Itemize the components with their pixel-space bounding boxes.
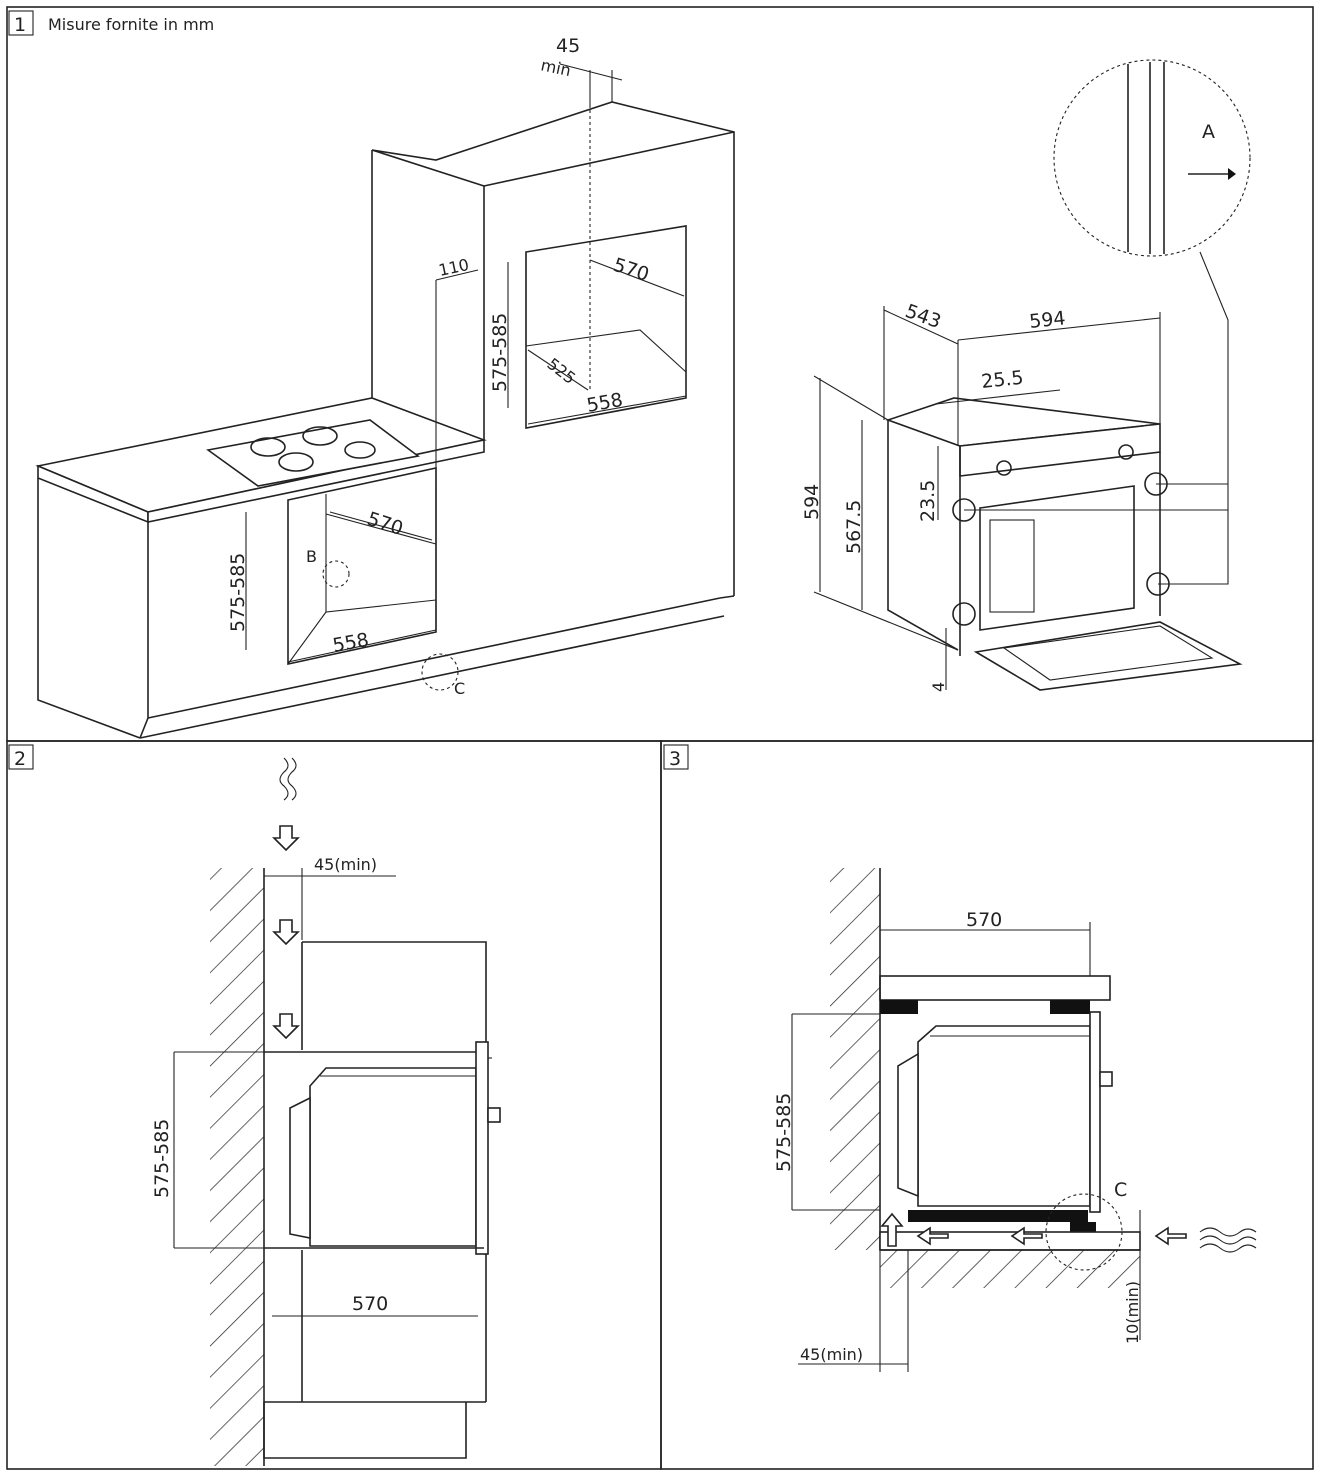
side-section-bottom-ventilation-drawing (791, 868, 1257, 1372)
panel-1-caption: Misure fornite in mm (48, 15, 214, 34)
oven-height-label: 594 (801, 484, 823, 520)
oven-side-view (309, 1067, 477, 1247)
detail-c-circle (421, 653, 459, 691)
detail-b-circle (322, 560, 350, 588)
kitchen-cabinet-drawing (35, 63, 735, 739)
side-offset-label: 110 (437, 255, 471, 280)
top-gap-min-label: min (539, 55, 572, 80)
panel2-top-gap-label: 45(min) (314, 855, 377, 874)
panel-3-frame (660, 740, 1314, 1470)
panel-frames (6, 6, 1314, 1470)
open-oven-door (973, 621, 1243, 691)
detail-c-circle-3 (1045, 1193, 1123, 1271)
side-section-bottom-ventilation-labels: 570 575-585 C 45(min) 10(min) (773, 909, 1142, 1364)
tall-niche (525, 225, 687, 429)
detail-a-label: A (1202, 121, 1215, 143)
panel3-niche-width-label: 570 (966, 909, 1002, 931)
panel3-niche-height-label: 575-585 (773, 1093, 795, 1172)
top-shelf (879, 975, 1111, 1001)
panel-3-number: 3 (669, 748, 681, 770)
point-b-label: B (306, 547, 317, 566)
oven-labels: 543 594 25.5 594 567.5 23.5 4 A (801, 121, 1215, 692)
under-counter-niche (287, 467, 437, 665)
panel2-niche-width-label: 570 (352, 1293, 388, 1315)
point-c-label: C (454, 679, 465, 698)
top-gap-label: 45 (556, 35, 580, 57)
detail-a-circle (1053, 59, 1251, 257)
panel3-bottom-gap-label: 10(min) (1123, 1281, 1142, 1344)
oven-side-view-3 (917, 1025, 1091, 1207)
oven-panel-offset-label: 23.5 (917, 480, 939, 522)
kitchen-cabinet-labels: 45 min 110 570 575-585 525 558 570 575-5… (227, 35, 652, 698)
wall-hatch (210, 868, 264, 1466)
oven-body-height-label: 567.5 (843, 500, 865, 554)
oven-bottom-gap-label: 4 (929, 682, 948, 692)
panel-1-label: 1 Misure fornite in mm (8, 10, 214, 36)
floor-hatch (880, 1250, 1140, 1288)
panel-2-number: 2 (14, 748, 26, 770)
oven-width-label: 594 (1028, 307, 1066, 333)
under-niche-height-label: 575-585 (227, 553, 249, 632)
panel-2-label: 2 (8, 744, 34, 770)
tall-niche-height-label: 575-585 (489, 313, 511, 392)
panel2-niche-height-label: 575-585 (151, 1119, 173, 1198)
oven-front-offset-label: 25.5 (980, 367, 1024, 393)
panel-1-number: 1 (14, 14, 26, 36)
oven-drawing (813, 59, 1251, 691)
panel-3-label: 3 (663, 744, 689, 770)
side-section-ventilation-labels: 45(min) 575-585 570 (151, 855, 388, 1315)
oven-depth-label: 543 (902, 300, 944, 333)
wall-hatch-3 (830, 868, 880, 1250)
panel3-front-gap-label: 45(min) (800, 1345, 863, 1364)
hob (206, 419, 420, 487)
panel3-point-c-label: C (1114, 1179, 1127, 1201)
side-section-ventilation-drawing (173, 757, 501, 1466)
